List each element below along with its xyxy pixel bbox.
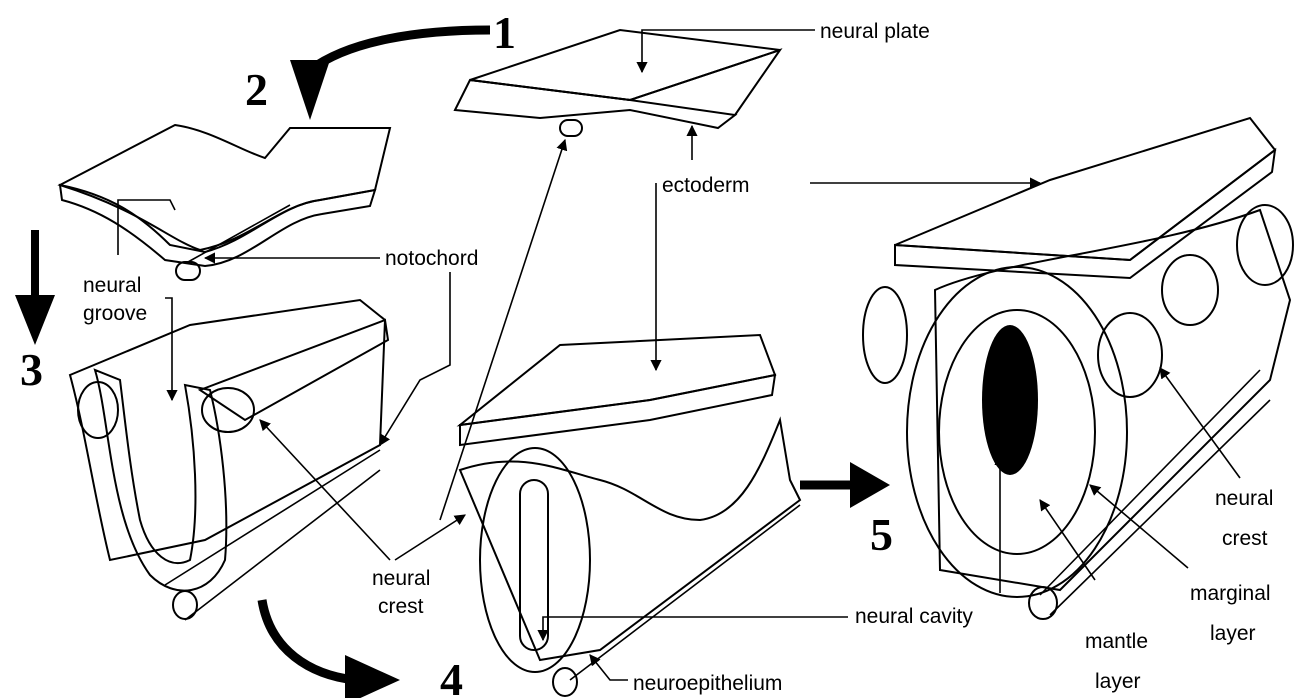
label-neural-plate: neural plate: [820, 20, 930, 43]
label-neural-crest-left-1: neural: [372, 567, 430, 590]
step-number-3: 3: [20, 344, 43, 395]
process-arrows: [15, 30, 890, 698]
label-neural-groove-2: groove: [83, 302, 147, 325]
label-marginal-1: marginal: [1190, 582, 1271, 605]
label-neural-crest-left-2: crest: [378, 595, 424, 618]
step-number-5: 5: [870, 509, 893, 560]
label-mantle-1: mantle: [1085, 630, 1148, 653]
label-notochord: notochord: [385, 247, 478, 270]
stage-2-neural-groove: [60, 125, 390, 280]
label-neural-groove-1: neural: [83, 274, 141, 297]
step-number-4: 4: [440, 654, 463, 698]
label-neuroepithelium: neuroepithelium: [633, 672, 782, 695]
stage-3-neural-folds: [70, 300, 388, 620]
leader-lines: [118, 30, 1240, 680]
label-ectoderm: ectoderm: [662, 174, 750, 197]
label-mantle-2: layer: [1095, 670, 1141, 693]
stage-4-neural-tube: [460, 335, 800, 696]
label-neural-crest-right-1: neural: [1215, 487, 1273, 510]
label-marginal-2: layer: [1210, 622, 1256, 645]
label-neural-crest-right-2: crest: [1222, 527, 1268, 550]
label-neural-cavity: neural cavity: [855, 605, 973, 628]
step-number-2: 2: [245, 64, 268, 115]
step-number-1: 1: [493, 7, 516, 58]
